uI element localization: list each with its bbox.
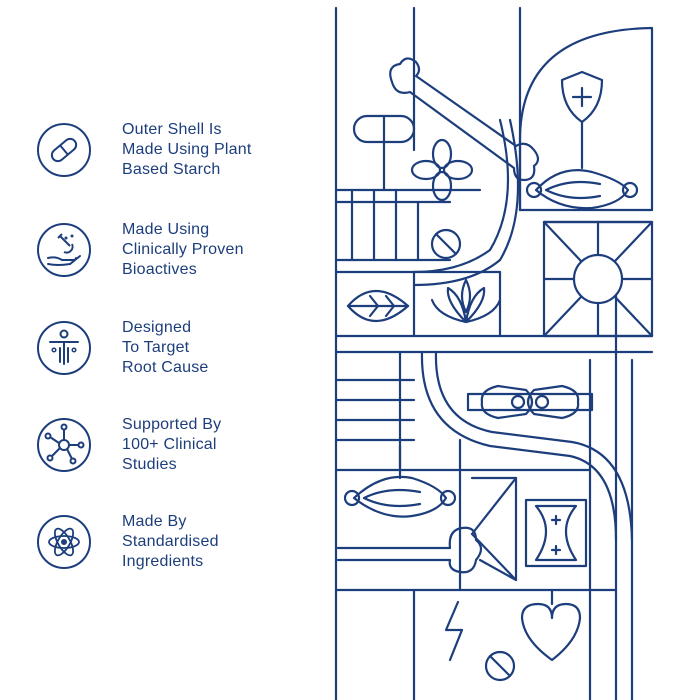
- feature-plant-starch: Outer Shell Is Made Using Plant Based St…: [36, 120, 282, 180]
- feature-line: Made By: [122, 513, 187, 530]
- body-target-icon: [37, 321, 91, 375]
- feature-root-cause: Designed To Target Root Cause: [36, 318, 282, 378]
- feature-line: Supported By: [122, 416, 222, 433]
- capsule-icon: [37, 123, 91, 177]
- feature-line: Studies: [122, 456, 177, 473]
- feature-clinical-studies: Supported By 100+ Clinical Studies: [36, 415, 282, 475]
- feature-line: 100+ Clinical: [122, 436, 217, 453]
- feature-line: Standardised: [122, 533, 219, 550]
- feature-text: Designed To Target Root Cause: [122, 318, 282, 378]
- feature-line: Ingredients: [122, 553, 204, 570]
- feature-line: Designed: [122, 319, 192, 336]
- feature-line: Bioactives: [122, 261, 197, 278]
- feature-list: Outer Shell Is Made Using Plant Based St…: [0, 0, 330, 700]
- feature-text: Outer Shell Is Made Using Plant Based St…: [122, 120, 282, 180]
- feature-text: Made By Standardised Ingredients: [122, 512, 282, 572]
- feature-bioactives: Made Using Clinically Proven Bioactives: [36, 220, 282, 280]
- feature-line: To Target: [122, 339, 190, 356]
- feature-text: Made Using Clinically Proven Bioactives: [122, 220, 282, 280]
- feature-line: Clinically Proven: [122, 241, 244, 258]
- decorative-illustration: [334, 6, 654, 700]
- feature-line: Outer Shell Is: [122, 121, 222, 138]
- feature-line: Based Starch: [122, 161, 221, 178]
- microscope-hand-icon: [37, 223, 91, 277]
- feature-line: Made Using: [122, 221, 210, 238]
- atom-icon: [37, 515, 91, 569]
- network-nodes-icon: [37, 418, 91, 472]
- feature-line: Root Cause: [122, 359, 209, 376]
- feature-text: Supported By 100+ Clinical Studies: [122, 415, 282, 475]
- feature-line: Made Using Plant: [122, 141, 252, 158]
- feature-standardised: Made By Standardised Ingredients: [36, 512, 282, 572]
